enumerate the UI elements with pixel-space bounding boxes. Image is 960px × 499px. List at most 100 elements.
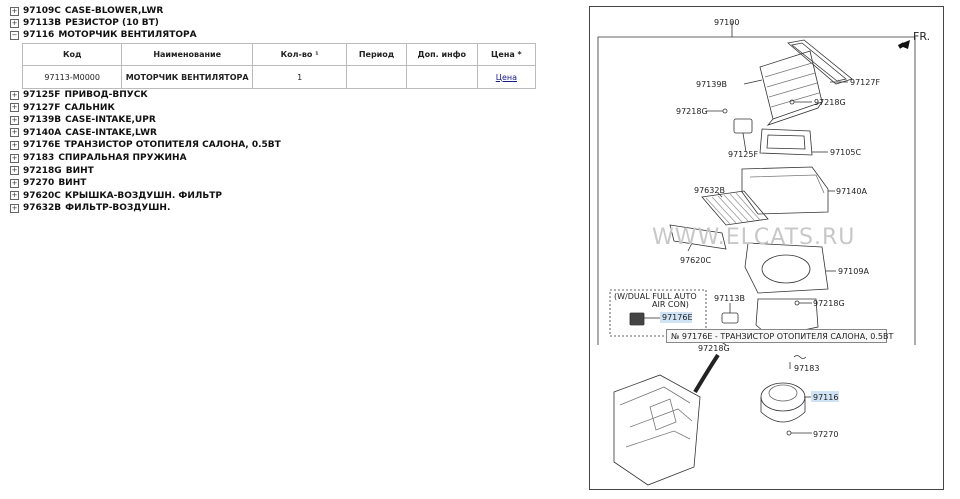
- transistor-97176E: [629, 312, 645, 326]
- case-intake-lwr-inner: [749, 174, 825, 194]
- case-blower-97109A: [744, 242, 829, 294]
- part-row-97139B[interactable]: + 97139B CASE-INTAKE,UPR: [10, 114, 156, 126]
- expand-icon[interactable]: +: [10, 140, 19, 150]
- expand-icon[interactable]: +: [10, 90, 19, 100]
- assembled-unit: [613, 374, 701, 486]
- part-row-97218G[interactable]: + 97218G ВИНТ: [10, 165, 94, 177]
- expand-icon[interactable]: +: [10, 178, 19, 188]
- label-97176E[interactable]: 97176E: [662, 313, 693, 322]
- part-name: ФИЛЬТР-ВОЗДУШН.: [65, 203, 171, 214]
- table-header-row: Код Наименование Кол-во ¹ Период Доп. ин…: [21, 43, 537, 66]
- part-row-97183[interactable]: + 97183 СПИРАЛЬНАЯ ПРУЖИНА: [10, 152, 187, 164]
- expand-icon[interactable]: +: [10, 6, 19, 16]
- label-97113B[interactable]: 97113B: [714, 294, 745, 303]
- label-97140A[interactable]: 97140A: [836, 187, 867, 196]
- col-header-info: Доп. инфо: [405, 43, 478, 66]
- cell-price: Цена: [476, 65, 537, 89]
- filter-pleats: [705, 192, 761, 225]
- label-97218G-c[interactable]: 97218G: [813, 299, 845, 308]
- part-row-97140A[interactable]: + 97140A CASE-INTAKE,LWR: [10, 127, 157, 139]
- part-row-97125F[interactable]: + 97125F ПРИВОД-ВПУСК: [10, 89, 148, 101]
- label-97116[interactable]: 97116: [813, 393, 838, 402]
- label-97218G-a[interactable]: 97218G: [814, 98, 846, 107]
- leader-97632B: [717, 192, 723, 198]
- part-tooltip: № 97176E - ТРАНЗИСТОР ОТОПИТЕЛЯ САЛОНА, …: [666, 329, 893, 343]
- expand-icon[interactable]: +: [10, 191, 19, 201]
- part-row-97113B[interactable]: + 97113B РЕЗИСТОР (10 ВТ): [10, 17, 159, 29]
- blower-motor-housing: [760, 397, 806, 423]
- expand-icon[interactable]: +: [10, 166, 19, 176]
- expand-icon[interactable]: +: [10, 18, 19, 28]
- note-box: [609, 289, 707, 337]
- assembly-bracket: [597, 36, 916, 345]
- highlight-97116: [811, 391, 839, 402]
- label-97127F[interactable]: 97127F: [850, 78, 880, 87]
- gasket-97127F: [787, 39, 853, 85]
- col-header-period: Период: [346, 43, 407, 66]
- leader-97139B: [743, 79, 763, 85]
- part-code: 97139B: [23, 115, 62, 126]
- leader-97125F: [742, 132, 747, 153]
- blower-opening: [761, 254, 811, 284]
- part-code: 97176E: [23, 140, 61, 151]
- label-97270[interactable]: 97270: [813, 430, 838, 439]
- part-name: ПРИВОД-ВПУСК: [64, 90, 148, 100]
- diagram-svg: 97100 FR. 97139B 97127F 97218G 97218G 97…: [597, 18, 930, 486]
- part-code: 97116: [23, 30, 55, 40]
- actuator-97125F: [733, 118, 753, 134]
- cell-code: 97113-M0000: [21, 65, 123, 89]
- expand-icon[interactable]: +: [10, 103, 19, 113]
- label-97620C[interactable]: 97620C: [680, 256, 711, 265]
- part-row-97632B[interactable]: + 97632B ФИЛЬТР-ВОЗДУШН.: [10, 202, 170, 214]
- part-detail-table: Код Наименование Кол-во ¹ Период Доп. ин…: [21, 43, 537, 89]
- expand-icon[interactable]: +: [10, 115, 19, 125]
- part-code: 97127F: [23, 102, 61, 113]
- col-header-code: Код: [21, 43, 123, 66]
- label-97218G-b[interactable]: 97218G: [676, 107, 708, 116]
- parts-diagram: 97100 FR. 97139B 97127F 97218G 97218G 97…: [589, 6, 944, 490]
- front-arrow-shaft: [897, 42, 906, 49]
- part-code: 97620C: [23, 190, 61, 201]
- part-name: САЛЬНИК: [64, 102, 115, 113]
- case-intake-upr: [759, 50, 823, 120]
- assembled-unit-grille: [649, 398, 677, 431]
- case-intake-upr-ribs: [764, 62, 820, 108]
- col-header-name: Наименование: [121, 43, 253, 66]
- label-97125F[interactable]: 97125F: [728, 150, 758, 159]
- part-row-97270[interactable]: + 97270 ВИНТ: [10, 177, 86, 189]
- collapse-icon[interactable]: −: [10, 30, 19, 40]
- price-link[interactable]: Цена: [495, 72, 517, 82]
- part-name: CASE-INTAKE,UPR: [65, 115, 156, 126]
- label-97105C[interactable]: 97105C: [830, 148, 861, 157]
- note-line-2: AIR CON): [652, 300, 689, 309]
- leader-97620C: [687, 242, 693, 252]
- filter-97632B: [701, 190, 769, 226]
- part-name: ВИНТ: [65, 165, 94, 176]
- expand-icon[interactable]: +: [10, 153, 19, 163]
- seal-97105C: [759, 128, 813, 156]
- watermark: WWW.ELCATS.RU: [652, 225, 856, 250]
- cell-qty: 1: [251, 65, 348, 89]
- part-name: ТРАНЗИСТОР ОТОПИТЕЛЯ САЛОНА, 0.5ВТ: [64, 140, 281, 151]
- label-97109A[interactable]: 97109A: [838, 267, 869, 276]
- part-row-97127F[interactable]: + 97127F САЛЬНИК: [10, 102, 115, 114]
- part-row-97620C[interactable]: + 97620C КРЫШКА-ВОЗДУШН. ФИЛЬТР: [10, 190, 222, 202]
- expand-icon[interactable]: +: [10, 128, 19, 138]
- highlight-97176E: [660, 312, 692, 323]
- part-name: КРЫШКА-ВОЗДУШН. ФИЛЬТР: [64, 190, 222, 201]
- part-row-97116[interactable]: − 97116 МОТОРЧИК ВЕНТИЛЯТОРА: [10, 29, 197, 41]
- part-row-97176E[interactable]: + 97176E ТРАНЗИСТОР ОТОПИТЕЛЯ САЛОНА, 0.…: [10, 139, 281, 151]
- case-intake-lwr: [741, 166, 829, 215]
- gasket-97127F-inner: [791, 42, 847, 82]
- label-97183[interactable]: 97183: [794, 364, 819, 373]
- screw-97270: [786, 430, 792, 436]
- label-97632B[interactable]: 97632B: [694, 186, 725, 195]
- part-code: 97109C: [23, 6, 61, 16]
- part-row-97109C[interactable]: + 97109C CASE-BLOWER,LWR: [10, 5, 163, 17]
- label-97139B[interactable]: 97139B: [696, 80, 727, 89]
- cell-name: МОТОРЧИК ВЕНТИЛЯТОРА: [121, 65, 253, 89]
- expand-icon[interactable]: +: [10, 203, 19, 213]
- label-97100[interactable]: 97100: [714, 18, 739, 27]
- part-name: CASE-BLOWER,LWR: [64, 6, 164, 16]
- label-97218G-d[interactable]: 97218G: [698, 344, 730, 353]
